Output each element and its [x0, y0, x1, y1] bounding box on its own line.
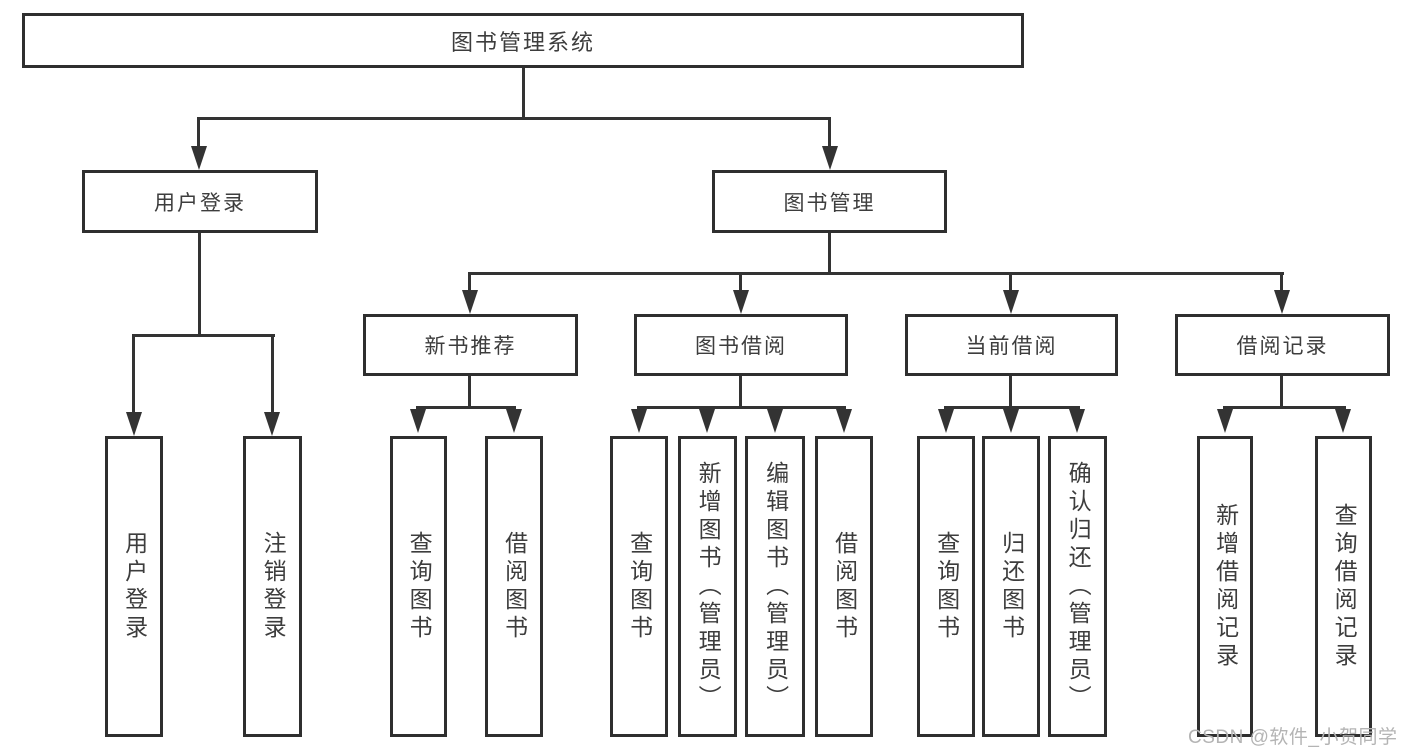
leaf-logout: 注销登录 [243, 436, 302, 737]
connector-line [522, 66, 525, 117]
leaf-query-books-recommend: 查询图书 [390, 436, 447, 737]
csdn-watermark: CSDN @软件_小贺同学 [1188, 727, 1398, 747]
leaf-logout-label: 注销登录 [260, 530, 287, 643]
connector-line [739, 272, 742, 294]
connector-line [197, 117, 200, 150]
leaf-add-borrow-record-label: 新增借阅记录 [1212, 502, 1239, 671]
arrowhead-down-icon [938, 409, 954, 433]
node-borrowing-records: 借阅记录 [1175, 314, 1390, 376]
connector-line [1009, 374, 1012, 409]
arrowhead-down-icon [631, 409, 647, 433]
arrowhead-down-icon [1217, 409, 1233, 433]
leaf-query-books-current-label: 查询图书 [933, 530, 960, 643]
connector-line [416, 406, 516, 409]
node-new-book-recommend-label: 新书推荐 [424, 335, 517, 358]
leaf-query-borrow-record-label: 查询借阅记录 [1331, 502, 1358, 671]
leaf-add-borrow-record: 新增借阅记录 [1197, 436, 1253, 737]
leaf-edit-books-admin: 编辑图书（管理员） [745, 436, 805, 737]
connector-line [197, 117, 831, 120]
leaf-query-books-current: 查询图书 [917, 436, 975, 737]
connector-line [468, 374, 471, 409]
arrowhead-down-icon [767, 409, 783, 433]
leaf-add-books-admin-label: 新增图书（管理员） [695, 460, 722, 713]
connector-line [198, 231, 201, 334]
connector-line [739, 374, 742, 409]
leaf-query-borrow-record: 查询借阅记录 [1315, 436, 1372, 737]
node-book-borrowing: 图书借阅 [634, 314, 848, 376]
arrowhead-down-icon [126, 412, 142, 436]
connector-line [637, 406, 846, 409]
arrowhead-down-icon [836, 409, 852, 433]
leaf-query-books-borrow-label: 查询图书 [626, 530, 653, 643]
connector-line [271, 334, 274, 412]
node-current-borrowing: 当前借阅 [905, 314, 1118, 376]
arrowhead-down-icon [822, 146, 838, 170]
connector-line [1009, 272, 1012, 294]
connector-line [944, 406, 1080, 409]
leaf-return-books-label: 归还图书 [998, 530, 1025, 643]
node-user-login: 用户登录 [82, 170, 318, 233]
connector-line [828, 117, 831, 150]
arrowhead-down-icon [191, 146, 207, 170]
node-new-book-recommend: 新书推荐 [363, 314, 578, 376]
leaf-borrow-books-label: 借阅图书 [831, 530, 858, 643]
node-book-borrowing-label: 图书借阅 [695, 335, 787, 358]
connector-line [132, 334, 275, 337]
leaf-borrow-books: 借阅图书 [815, 436, 873, 737]
leaf-borrow-books-recommend: 借阅图书 [485, 436, 543, 737]
connector-line [1280, 374, 1283, 409]
connector-line [132, 334, 135, 412]
leaf-user-login: 用户登录 [105, 436, 163, 737]
leaf-edit-books-admin-label: 编辑图书（管理员） [762, 460, 789, 713]
leaf-confirm-return-admin-label: 确认归还（管理员） [1065, 460, 1092, 713]
leaf-borrow-books-recommend-label: 借阅图书 [501, 530, 528, 643]
leaf-query-books-recommend-label: 查询图书 [406, 530, 433, 643]
leaf-query-books-borrow: 查询图书 [610, 436, 668, 737]
connector-line [468, 272, 471, 294]
arrowhead-down-icon [733, 290, 749, 314]
arrowhead-down-icon [1069, 409, 1085, 433]
node-borrowing-records-label: 借阅记录 [1236, 335, 1329, 358]
leaf-confirm-return-admin: 确认归还（管理员） [1048, 436, 1107, 737]
arrowhead-down-icon [1003, 290, 1019, 314]
connector-line [1223, 406, 1346, 409]
leaf-add-books-admin: 新增图书（管理员） [678, 436, 737, 737]
connector-line [1280, 272, 1283, 294]
leaf-return-books: 归还图书 [982, 436, 1040, 737]
arrowhead-down-icon [1003, 409, 1019, 433]
arrowhead-down-icon [264, 412, 280, 436]
node-current-borrowing-label: 当前借阅 [965, 335, 1058, 358]
node-library-system-label: 图书管理系统 [450, 29, 595, 55]
leaf-user-login-label: 用户登录 [121, 530, 148, 643]
connector-line [828, 231, 831, 275]
node-book-management-label: 图书管理 [783, 191, 876, 215]
node-user-login-label: 用户登录 [154, 191, 246, 215]
node-book-management: 图书管理 [712, 170, 947, 233]
arrowhead-down-icon [506, 409, 522, 433]
connector-line [468, 272, 1284, 275]
arrowhead-down-icon [1335, 409, 1351, 433]
arrowhead-down-icon [462, 290, 478, 314]
arrowhead-down-icon [699, 409, 715, 433]
node-library-system: 图书管理系统 [22, 13, 1024, 68]
arrowhead-down-icon [410, 409, 426, 433]
arrowhead-down-icon [1274, 290, 1290, 314]
